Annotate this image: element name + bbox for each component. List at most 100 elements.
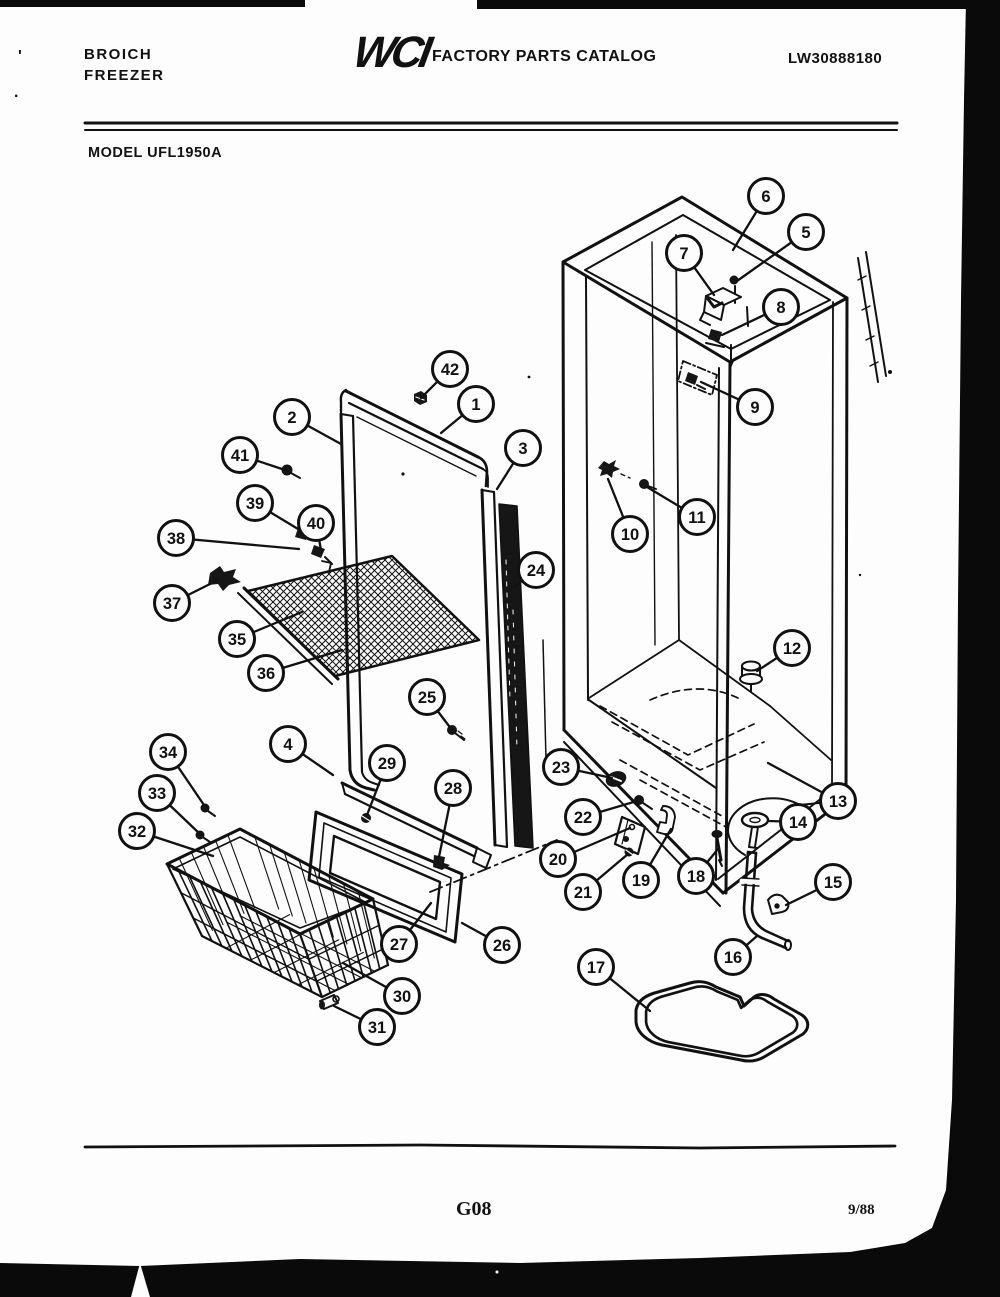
callout-33-circle <box>138 774 176 812</box>
shelf-clip-10 <box>598 460 631 479</box>
callout-19-circle <box>622 861 660 899</box>
nut-8 <box>705 329 725 348</box>
callout-31: 31 <box>332 1004 396 1046</box>
basket-wire <box>199 880 233 953</box>
clip-28 <box>433 855 450 870</box>
callout-24: 24 <box>512 551 555 589</box>
callout-35-number: 35 <box>228 631 246 649</box>
callout-34: 34 <box>149 733 208 810</box>
tube-clamp <box>767 893 790 915</box>
callout-29-circle <box>368 744 406 782</box>
callout-33: 33 <box>138 774 203 837</box>
basket-wire <box>283 851 307 924</box>
callout-29: 29 <box>365 744 406 817</box>
screw-29 <box>361 813 371 823</box>
callout-42: 42 <box>419 350 469 400</box>
callout-23-number: 23 <box>552 759 570 777</box>
model-number-line: MODEL UFL1950A <box>88 145 223 161</box>
callout-38: 38 <box>157 519 301 557</box>
callout-14-number: 14 <box>789 814 808 832</box>
callout-39: 39 <box>236 484 305 534</box>
callout-39-number: 39 <box>246 495 264 513</box>
callout-17-circle <box>577 948 615 986</box>
callout-30-circle <box>383 977 421 1015</box>
callout-17: 17 <box>577 948 652 1013</box>
door-right-trim <box>480 488 509 849</box>
bracket-19 <box>656 805 676 836</box>
callout-1: 1 <box>439 385 495 435</box>
callout-16-number: 16 <box>724 949 742 967</box>
callout-6-circle <box>747 177 785 215</box>
basket-wire <box>313 867 334 938</box>
callout-13: 13 <box>766 761 857 820</box>
callout-26: 26 <box>460 921 521 964</box>
callout-16-circle <box>714 938 752 976</box>
pin-b <box>728 344 734 368</box>
callout-39-circle <box>236 484 274 522</box>
callout-20-number: 20 <box>549 851 567 869</box>
callout-38-circle <box>157 519 195 557</box>
roller-grommet <box>739 660 763 692</box>
callout-4-circle <box>269 725 307 763</box>
callout-7-circle <box>665 234 703 272</box>
callout-12-circle <box>773 629 811 667</box>
callout-19: 19 <box>622 827 673 899</box>
basket-wire <box>363 902 381 970</box>
callout-36-number: 36 <box>257 665 275 683</box>
basket-wire <box>317 924 340 990</box>
callout-42-circle <box>431 350 469 388</box>
callout-33-number: 33 <box>148 785 166 803</box>
scan-speck-dot: . <box>14 84 19 101</box>
callout-37: 37 <box>153 578 220 622</box>
basket-wire <box>215 840 245 914</box>
callout-11-circle <box>678 498 716 536</box>
callout-7: 7 <box>665 234 716 297</box>
basket-wire <box>188 874 223 947</box>
callout-25-circle <box>408 678 446 716</box>
callout-42-number: 42 <box>441 361 459 379</box>
callout-32: 32 <box>118 812 215 858</box>
callout-4: 4 <box>269 725 335 777</box>
callout-3-number: 3 <box>518 440 527 458</box>
callout-24-circle <box>517 551 555 589</box>
callout-35: 35 <box>218 610 304 658</box>
callout-38-number: 38 <box>167 530 185 548</box>
callout-9: 9 <box>699 380 774 426</box>
callout-30: 30 <box>341 961 421 1015</box>
callout-10-number: 10 <box>621 526 639 544</box>
basket-wire <box>226 921 349 985</box>
door-bottom-rail <box>340 781 492 869</box>
callout-11: 11 <box>645 485 716 536</box>
basket-wire <box>308 924 380 960</box>
cabinet-shell <box>542 195 849 907</box>
callout-35-circle <box>218 620 256 658</box>
callout-40: 40 <box>297 504 335 552</box>
basket-wire <box>227 834 256 909</box>
basket-wire <box>315 947 385 982</box>
callout-21-number: 21 <box>574 884 592 902</box>
basket-wire <box>202 845 235 920</box>
callout-25: 25 <box>408 678 454 732</box>
callout-20: 20 <box>539 826 632 878</box>
callout-32-number: 32 <box>128 823 146 841</box>
callout-23-circle <box>542 748 580 786</box>
callout-31-number: 31 <box>368 1019 386 1037</box>
basket-wire <box>298 859 321 931</box>
callout-22-number: 22 <box>574 809 592 827</box>
brand-line-1: BROICH <box>84 46 153 63</box>
callout-32-circle <box>118 812 156 850</box>
callout-11-number: 11 <box>688 509 705 527</box>
basket-wire <box>269 844 293 917</box>
basket-wire <box>249 926 315 961</box>
callout-29-number: 29 <box>378 755 396 773</box>
callout-layer: 1234567891011121314151617181920212223242… <box>118 177 857 1046</box>
callout-8-number: 8 <box>776 299 785 317</box>
callout-1-circle <box>457 385 495 423</box>
callout-16: 16 <box>714 934 759 976</box>
callout-23: 23 <box>542 748 614 786</box>
callout-26-circle <box>483 926 521 964</box>
callout-27-circle <box>380 925 418 963</box>
callout-40-circle <box>297 504 335 542</box>
callout-2-circle <box>273 398 311 436</box>
